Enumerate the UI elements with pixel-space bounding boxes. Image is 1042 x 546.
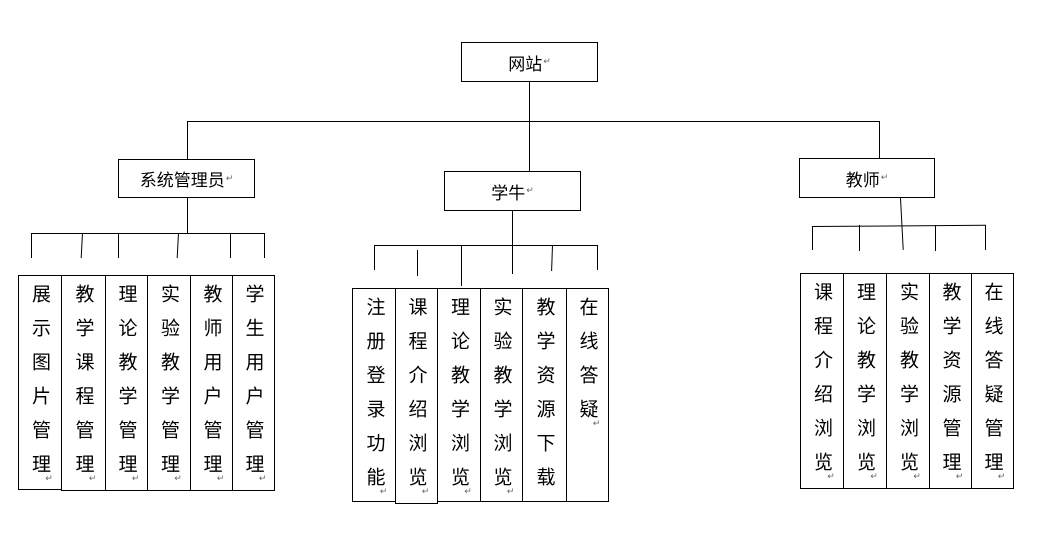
paragraph-mark: ↵ bbox=[955, 472, 964, 482]
admin-tick-line bbox=[176, 233, 179, 259]
branch-node-teacher: 教师↵ bbox=[799, 158, 935, 198]
root-node: 网站↵ bbox=[461, 42, 598, 82]
leaf-node: 在线答疑↵ bbox=[566, 288, 609, 502]
student-tick-line bbox=[417, 250, 418, 276]
branch-node-admin: 系统管理员↵ bbox=[118, 159, 255, 198]
root-node-label: 网站 bbox=[508, 54, 543, 75]
leaf-node: 学生用户管理↵ bbox=[232, 275, 275, 491]
admin-bus-line bbox=[31, 233, 265, 234]
leaf-node-label: 在线答疑管理 bbox=[981, 282, 1004, 486]
student-tick-line bbox=[512, 245, 513, 274]
paragraph-mark: ↵ bbox=[174, 474, 182, 484]
leaf-node-label: 理论教学浏览 bbox=[448, 297, 470, 501]
leaf-node: 教学课程管理↵ bbox=[61, 275, 106, 491]
root-stem-line bbox=[529, 81, 530, 122]
leaf-node-label: 展示图片管理 bbox=[29, 284, 51, 488]
leaf-node: 教师用户管理↵ bbox=[190, 275, 233, 491]
leaf-node: 教学资源管理↵ bbox=[929, 273, 972, 489]
leaf-node-label: 教师用户管理 bbox=[200, 284, 223, 488]
teacher-tick-line bbox=[985, 225, 986, 250]
paragraph-mark: ↵ bbox=[379, 487, 388, 497]
paragraph-mark: ↵ bbox=[225, 173, 234, 184]
leaf-node-label: 实验教学浏览 bbox=[490, 297, 513, 501]
student-tick-line bbox=[597, 245, 598, 270]
paragraph-mark: ↵ bbox=[216, 474, 225, 484]
paragraph-mark: ↵ bbox=[997, 472, 1006, 482]
admin-tick-line bbox=[230, 233, 231, 258]
leaf-node: 注册登录功能↵ bbox=[352, 288, 397, 502]
leaf-node-label: 学生用户管理 bbox=[242, 284, 265, 488]
level1-bus-line bbox=[187, 121, 880, 122]
leaf-node-label: 实验教学管理 bbox=[158, 284, 180, 488]
leaf-node: 实验教学浏览↵ bbox=[480, 288, 523, 502]
paragraph-mark: ↵ bbox=[464, 487, 472, 497]
leaf-node: 理论教学浏览↵ bbox=[437, 288, 481, 502]
teacher-tick-line bbox=[812, 226, 813, 250]
leaf-node: 理论教学管理↵ bbox=[105, 275, 148, 491]
leaf-node-label: 课程介绍浏览 bbox=[811, 282, 833, 486]
leaf-node: 实验教学浏览↵ bbox=[886, 273, 930, 489]
branch-node-student: 学牛↵ bbox=[444, 171, 581, 211]
teacher-bus-line bbox=[812, 224, 987, 227]
branch-teacher-drop-line bbox=[879, 121, 880, 159]
student-tick-line bbox=[374, 245, 375, 270]
leaf-node-label: 课程介绍浏览 bbox=[405, 297, 428, 501]
leaf-node-label: 注册登录功能 bbox=[363, 297, 386, 501]
leaf-node-label: 理论教学管理 bbox=[115, 284, 138, 488]
teacher-stem-line bbox=[900, 197, 904, 250]
paragraph-mark: ↵ bbox=[88, 474, 97, 484]
student-tick-line bbox=[551, 245, 553, 272]
leaf-node-label: 实验教学浏览 bbox=[897, 282, 919, 486]
paragraph-mark: ↵ bbox=[131, 474, 140, 484]
paragraph-mark: ↵ bbox=[827, 472, 835, 482]
paragraph-mark: ↵ bbox=[592, 419, 601, 429]
admin-tick-line bbox=[264, 233, 265, 258]
admin-tick-line bbox=[31, 233, 32, 258]
paragraph-mark: ↵ bbox=[258, 474, 267, 484]
student-stem-line bbox=[512, 210, 513, 246]
leaf-node-label: 教学资源管理 bbox=[939, 282, 962, 486]
admin-tick-line bbox=[80, 233, 83, 259]
paragraph-mark: ↵ bbox=[45, 474, 53, 484]
student-tick-line bbox=[461, 245, 462, 286]
leaf-node: 实验教学管理↵ bbox=[147, 275, 191, 491]
teacher-tick-line bbox=[859, 225, 860, 251]
leaf-node: 课程介绍浏览↵ bbox=[800, 273, 844, 489]
branch-node-label: 学牛 bbox=[491, 183, 526, 204]
paragraph-mark: ↵ bbox=[543, 57, 551, 67]
paragraph-mark: ↵ bbox=[880, 173, 889, 183]
leaf-node-label: 教学资源下载 bbox=[533, 297, 556, 501]
leaf-node: 教学资源下载 bbox=[522, 288, 567, 502]
branch-admin-drop-line bbox=[187, 121, 188, 160]
paragraph-mark: ↵ bbox=[870, 472, 878, 482]
leaf-node-label: 理论教学浏览 bbox=[854, 282, 876, 486]
paragraph-mark: ↵ bbox=[506, 487, 515, 497]
paragraph-mark: ↵ bbox=[526, 186, 534, 196]
leaf-node: 在线答疑管理↵ bbox=[971, 273, 1014, 489]
paragraph-mark: ↵ bbox=[421, 487, 430, 497]
admin-tick-line bbox=[118, 233, 119, 258]
paragraph-mark: ↵ bbox=[913, 472, 921, 482]
leaf-node: 展示图片管理↵ bbox=[18, 275, 62, 490]
admin-stem-line bbox=[187, 197, 188, 234]
branch-node-label: 教师 bbox=[845, 170, 880, 191]
teacher-tick-line bbox=[935, 225, 936, 251]
leaf-node: 理论教学浏览↵ bbox=[843, 273, 887, 489]
leaf-node-label: 在线答疑 bbox=[576, 297, 599, 433]
branch-node-label: 系统管理员 bbox=[139, 171, 225, 191]
leaf-node: 课程介绍浏览↵ bbox=[395, 288, 438, 504]
branch-student-drop-line bbox=[529, 121, 530, 172]
leaf-node-label: 教学课程管理 bbox=[72, 284, 95, 488]
student-bus-line bbox=[374, 245, 598, 246]
